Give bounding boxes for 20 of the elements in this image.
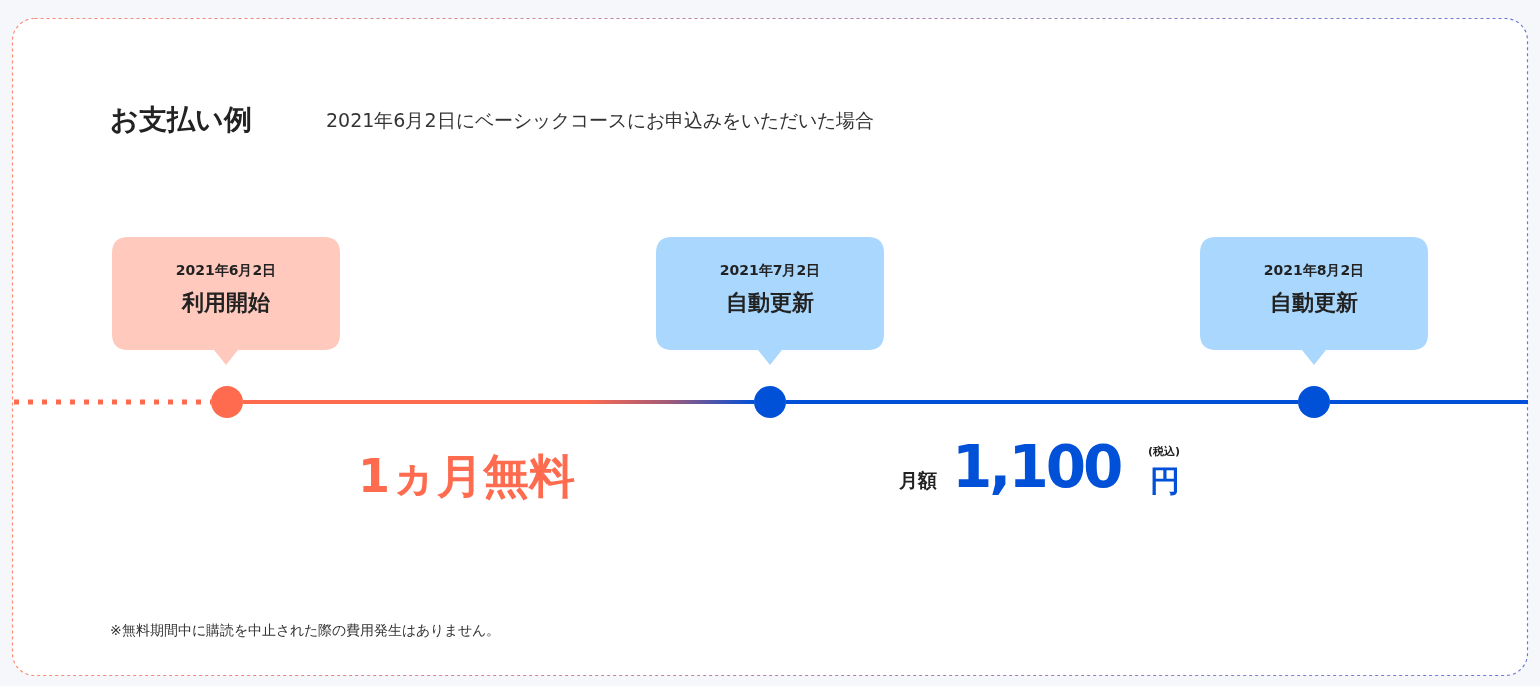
date-text: 2021年7月2日: [718, 262, 822, 280]
timeline-line: [786, 400, 1298, 404]
price-label: 月額: [899, 470, 937, 492]
speech-bubble: [112, 237, 340, 365]
date-text: 2021年8月2日: [1262, 262, 1366, 280]
timeline-line: [1330, 400, 1528, 404]
tax-note: (税込): [1148, 446, 1181, 459]
title: お支払い例: [110, 104, 252, 137]
subtitle: 2021年6月2日にベーシックコースにお申込みをいただいた場合: [326, 110, 874, 132]
event-text: 自動更新: [1269, 289, 1359, 317]
footnote: ※無料期間中に購読を中止された際の費用発生はありません。: [110, 622, 500, 639]
speech-bubble: [656, 237, 884, 365]
speech-bubble: [1200, 237, 1428, 365]
event-text: 利用開始: [180, 289, 271, 317]
event-text: 自動更新: [725, 289, 815, 317]
free-period-text: 1ヵ月無料: [358, 450, 575, 503]
price-amount: 1,100: [952, 434, 1121, 501]
currency-unit: 円: [1150, 464, 1180, 499]
timeline-line: [243, 400, 754, 404]
date-text: 2021年6月2日: [174, 262, 278, 280]
